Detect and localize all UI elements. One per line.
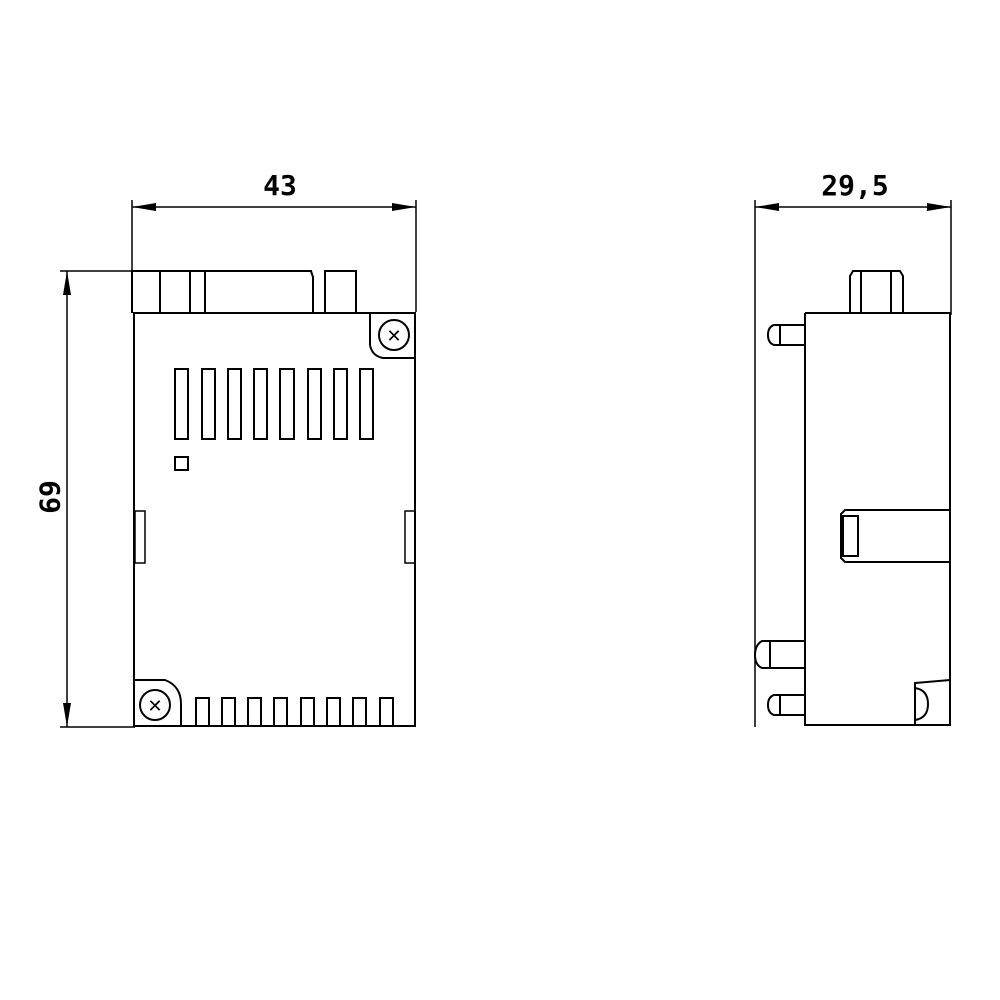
svg-text:✕: ✕	[147, 696, 162, 717]
vent-slots	[174, 368, 374, 440]
width-dimension: 43	[131, 169, 417, 312]
width-label: 43	[263, 169, 297, 202]
side-pins	[753, 324, 805, 716]
depth-label: 29,5	[821, 169, 888, 202]
side-body	[804, 312, 951, 726]
side-latch	[914, 679, 951, 725]
front-view: 43 69 ✕	[33, 169, 417, 728]
height-dimension: 69	[33, 270, 160, 728]
screw-icon: ✕	[369, 313, 414, 359]
left-clip	[134, 510, 146, 564]
screw-icon: ✕	[135, 679, 182, 725]
depth-dimension: 29,5	[754, 169, 952, 727]
right-clip	[404, 510, 416, 564]
pin-slots	[195, 697, 394, 727]
led-indicator	[174, 456, 189, 471]
svg-text:✕: ✕	[386, 326, 401, 347]
side-top-connector	[849, 270, 904, 313]
top-connector	[131, 270, 357, 314]
height-label: 69	[33, 480, 66, 514]
side-view: 29,5	[753, 169, 952, 727]
side-clip	[840, 509, 950, 563]
